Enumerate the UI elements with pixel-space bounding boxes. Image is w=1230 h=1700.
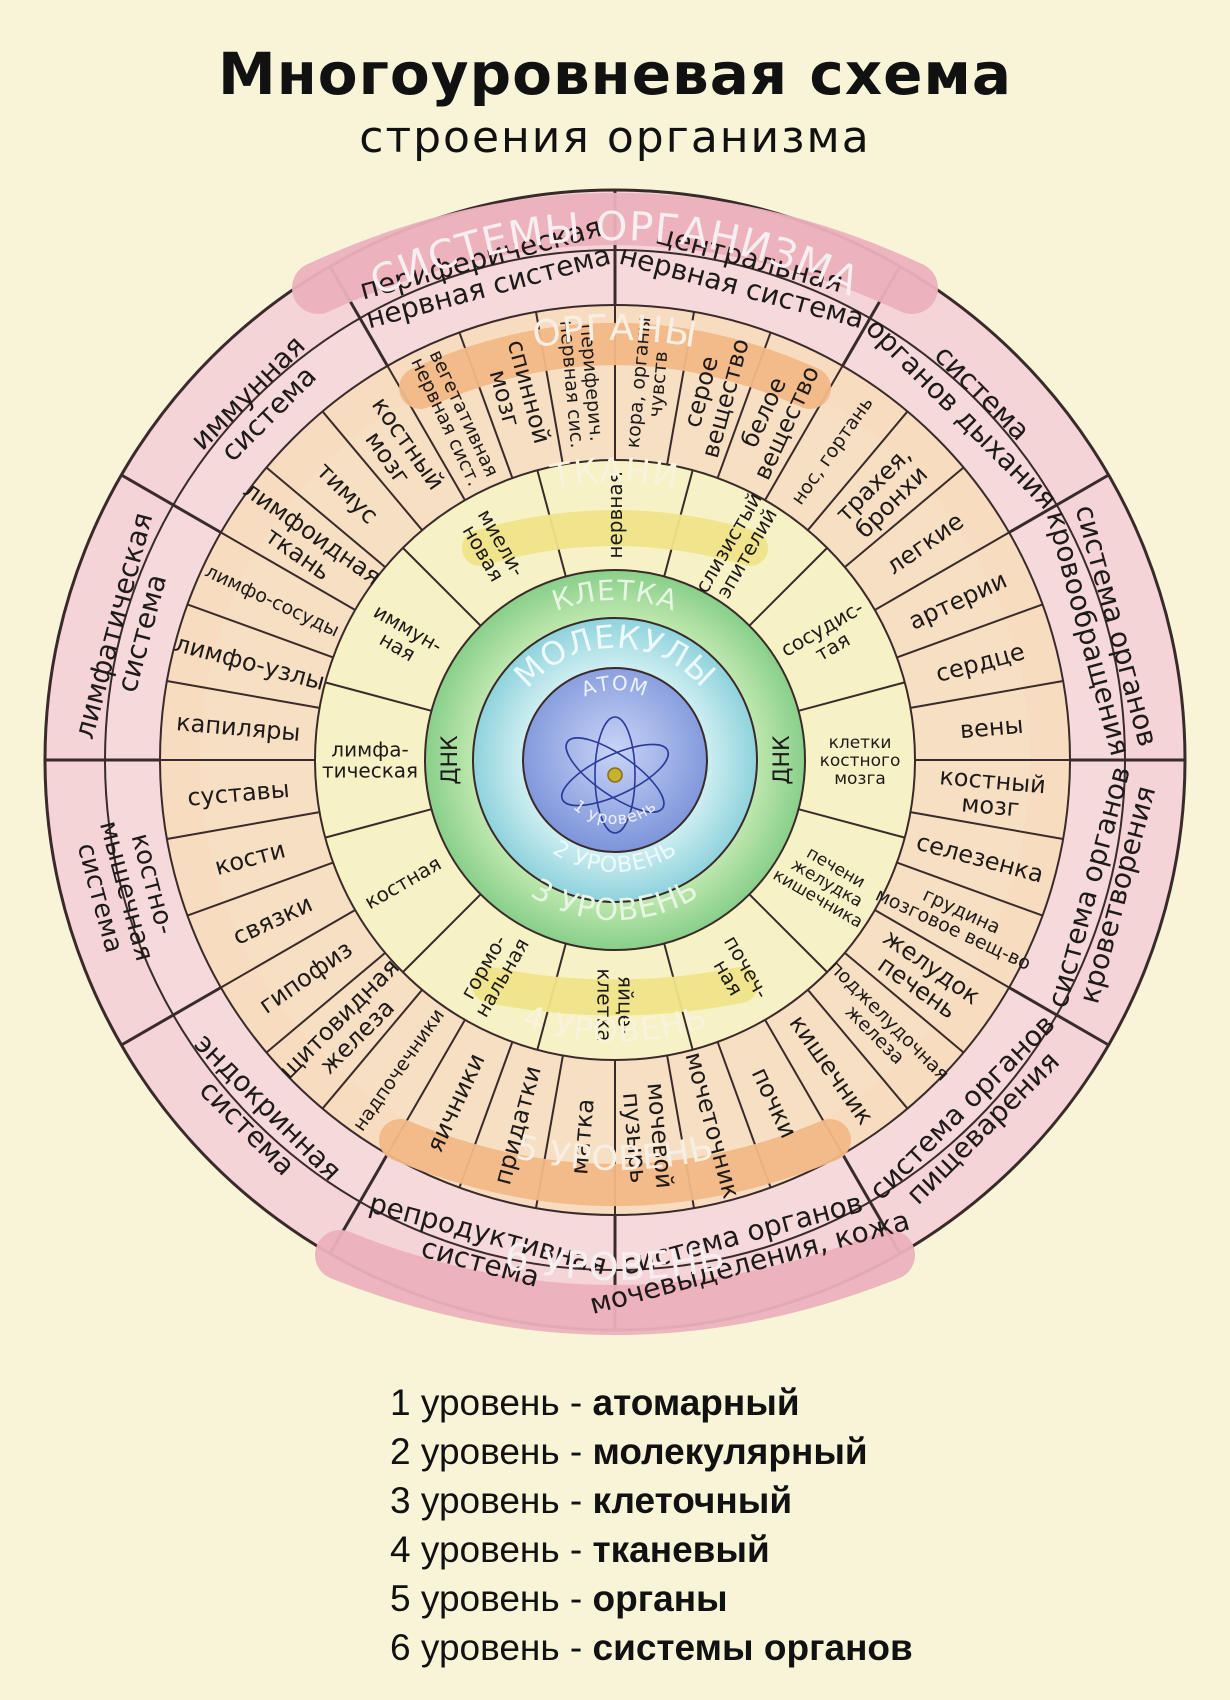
sector-divider xyxy=(321,989,423,1110)
tissue-sector-label: яйце-клетка xyxy=(593,968,638,1041)
levels-legend: 1 уровень - атомарный 2 уровень - молеку… xyxy=(390,1378,913,1672)
systems-ribbon xyxy=(292,193,938,314)
sector-divider xyxy=(844,952,965,1054)
legend-row: 2 уровень - молекулярный xyxy=(390,1431,868,1472)
organ-sector-label: матка xyxy=(565,1098,600,1176)
sector-divider xyxy=(748,547,828,627)
tissue-sector-label: лимфа-тическая xyxy=(322,738,418,783)
sector-divider xyxy=(896,861,1043,917)
tissue-sector-label-text: клетки xyxy=(829,733,892,753)
sector-divider xyxy=(220,531,356,611)
sector-divider xyxy=(321,410,423,531)
sector-divider xyxy=(748,893,828,973)
sector-divider xyxy=(874,909,1010,989)
sector-divider xyxy=(402,547,482,627)
sector-divider xyxy=(1008,473,1110,534)
organs-ring-title: ОРГАНЫ xyxy=(530,308,701,357)
tissue-sector-label: нервная xyxy=(603,471,627,558)
legend-row: 1 уровень - атомарный xyxy=(390,1382,800,1423)
sector-divider xyxy=(798,808,906,839)
tissue-sector-label-text: яйце- xyxy=(614,976,638,1034)
sector-divider xyxy=(220,909,356,989)
level4-ribbon xyxy=(472,967,758,1016)
sector-divider xyxy=(910,811,1064,840)
sector-divider xyxy=(324,808,432,839)
tissues-ring-title: ТКАНИ xyxy=(547,451,682,498)
tissues-ribbon xyxy=(462,510,768,566)
sector-divider xyxy=(187,603,334,659)
sector-divider xyxy=(166,680,320,709)
legend-row: 4 уровень - тканевый xyxy=(390,1529,770,1570)
sector-divider xyxy=(844,466,965,568)
tissue-sector-label-text: костного xyxy=(820,751,901,771)
page-title: Многоуровневая схема xyxy=(217,40,1013,108)
atom-core xyxy=(522,667,708,853)
dna-label-left: ДНК xyxy=(438,735,463,785)
organs-ribbon xyxy=(399,323,831,409)
organ-sector-label-text: вены xyxy=(959,711,1025,744)
organ-sector-label-text: матка xyxy=(565,1098,600,1176)
page-subtitle: строения организма xyxy=(359,112,871,163)
sector-divider xyxy=(1008,986,1110,1047)
sector-divider xyxy=(265,466,386,568)
sector-divider xyxy=(187,861,334,917)
level6-ribbon xyxy=(315,1230,915,1335)
legend-row: 5 уровень - органы xyxy=(390,1578,728,1619)
organ-sector-label: вены xyxy=(959,711,1025,744)
tissue-sector-label-text: тическая xyxy=(322,759,418,783)
sector-divider xyxy=(874,531,1010,611)
sector-divider xyxy=(807,989,909,1110)
sector-divider xyxy=(402,893,482,973)
organ-sector-label-text: мозг xyxy=(960,789,1020,822)
sector-divider xyxy=(120,473,222,534)
sector-divider xyxy=(120,986,222,1047)
tissue-sector-label-text: лимфа- xyxy=(331,738,408,762)
sector-divider xyxy=(265,952,386,1054)
sector-divider xyxy=(896,603,1043,659)
tissue-sector-label-text: мозга xyxy=(834,769,886,789)
sector-divider xyxy=(798,681,906,712)
legend-row: 6 уровень - системы органов xyxy=(390,1627,913,1668)
tissue-sector-label-text: нервная xyxy=(603,471,627,558)
level5-ribbon xyxy=(379,1119,851,1206)
dna-label-right: ДНК xyxy=(770,735,795,785)
sector-divider xyxy=(807,410,909,531)
legend-row: 3 уровень - клеточный xyxy=(390,1480,793,1521)
sector-divider xyxy=(910,680,1064,709)
sector-divider xyxy=(324,681,432,712)
sector-divider xyxy=(166,811,320,840)
atom-icon xyxy=(560,716,670,834)
tissue-sector-label-text: клетка xyxy=(593,968,617,1041)
